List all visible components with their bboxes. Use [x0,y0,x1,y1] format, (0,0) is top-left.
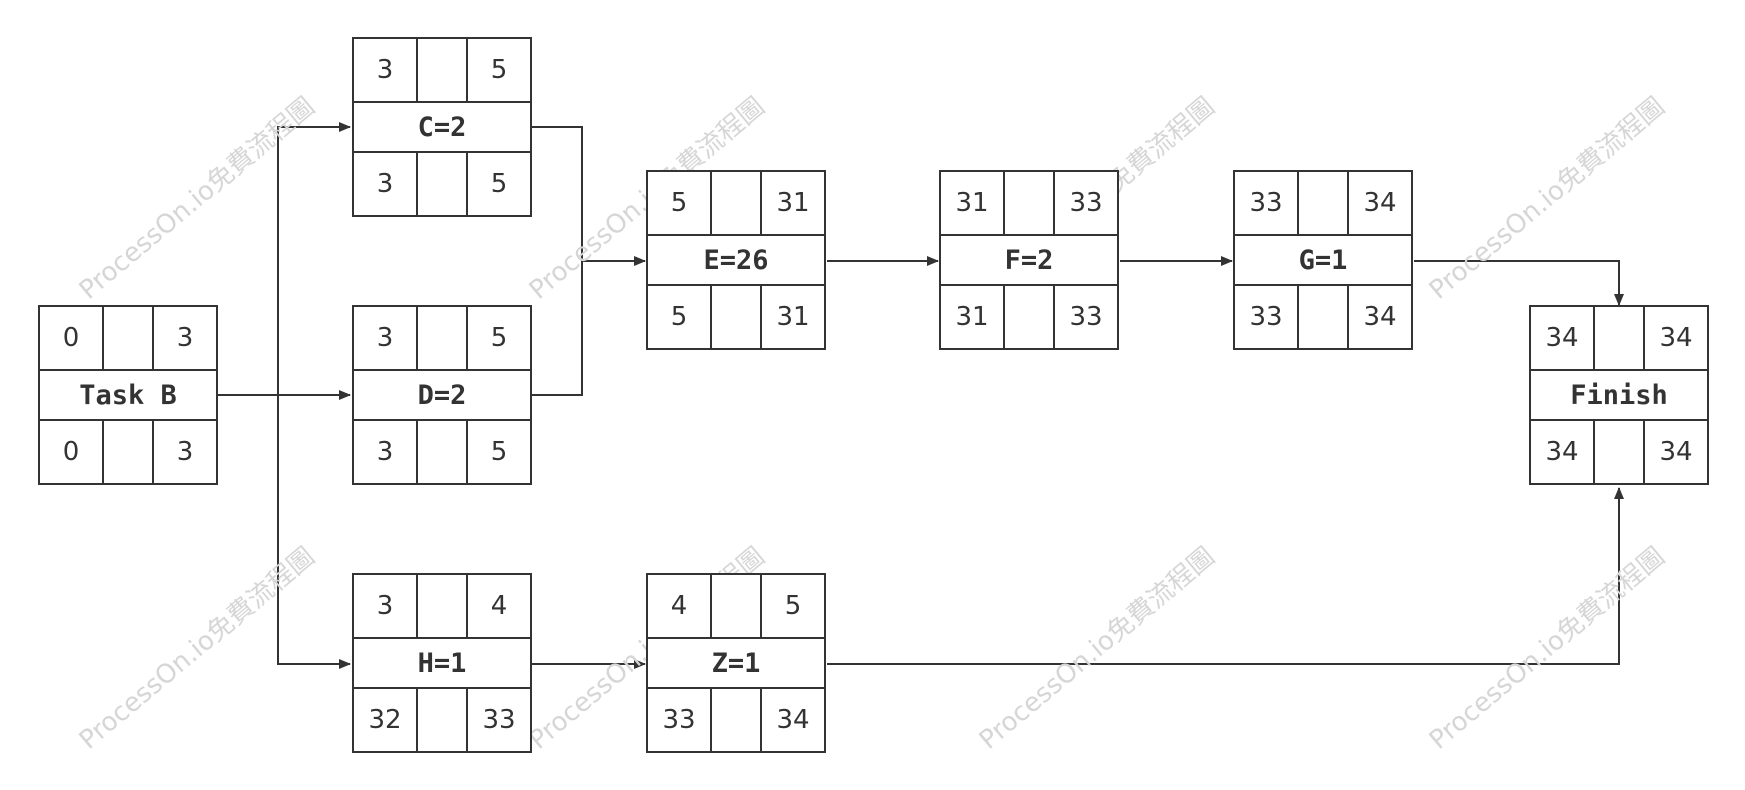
node-label: H=1 [354,637,530,689]
node-finish[interactable]: 34 34 Finish 34 34 [1529,305,1709,485]
early-start: 3 [354,307,418,371]
early-finish: 5 [466,39,530,103]
late-start: 34 [1531,419,1595,483]
node-d[interactable]: 3 5 D=2 3 5 [352,305,532,485]
late-finish: 34 [1347,284,1411,348]
node-label: D=2 [354,369,530,421]
early-finish: 33 [1053,172,1117,236]
late-start: 3 [354,151,418,215]
edge-g-to-finish [1414,260,1624,306]
early-finish: 34 [1643,307,1707,371]
late-finish: 5 [466,419,530,483]
late-finish: 34 [760,687,824,751]
early-finish: 34 [1347,172,1411,236]
node-label: G=1 [1235,234,1411,286]
late-finish: 3 [152,419,216,483]
node-label: Task B [40,369,216,421]
node-h[interactable]: 3 4 H=1 32 33 [352,573,532,753]
node-task-b[interactable]: 0 3 Task B 0 3 [38,305,218,485]
node-c[interactable]: 3 5 C=2 3 5 [352,37,532,217]
early-finish: 4 [466,575,530,639]
early-finish: 5 [466,307,530,371]
edge-z-to-finish [827,487,1624,665]
node-z[interactable]: 4 5 Z=1 33 34 [646,573,826,753]
node-label: F=2 [941,234,1117,286]
late-start: 0 [40,419,104,483]
early-start: 31 [941,172,1005,236]
node-label: Z=1 [648,637,824,689]
node-f[interactable]: 31 33 F=2 31 33 [939,170,1119,350]
early-start: 0 [40,307,104,371]
early-finish: 3 [152,307,216,371]
late-start: 3 [354,419,418,483]
node-label: C=2 [354,101,530,153]
late-finish: 31 [760,284,824,348]
edge-d-to-e [532,261,583,396]
early-finish: 31 [760,172,824,236]
late-start: 33 [648,687,712,751]
late-start: 31 [941,284,1005,348]
edge-task-b-to-c [218,122,351,396]
early-start: 33 [1235,172,1299,236]
early-start: 3 [354,39,418,103]
node-label: E=26 [648,234,824,286]
early-finish: 5 [760,575,824,639]
early-start: 4 [648,575,712,639]
late-finish: 5 [466,151,530,215]
late-finish: 33 [466,687,530,751]
late-start: 5 [648,284,712,348]
node-label: Finish [1531,369,1707,421]
early-start: 3 [354,575,418,639]
late-finish: 34 [1643,419,1707,483]
edge-c-to-e [532,126,646,266]
late-start: 33 [1235,284,1299,348]
node-g[interactable]: 33 34 G=1 33 34 [1233,170,1413,350]
node-e[interactable]: 5 31 E=26 5 31 [646,170,826,350]
late-start: 32 [354,687,418,751]
early-start: 5 [648,172,712,236]
early-start: 34 [1531,307,1595,371]
late-finish: 33 [1053,284,1117,348]
edge-task-b-to-h [277,395,351,669]
